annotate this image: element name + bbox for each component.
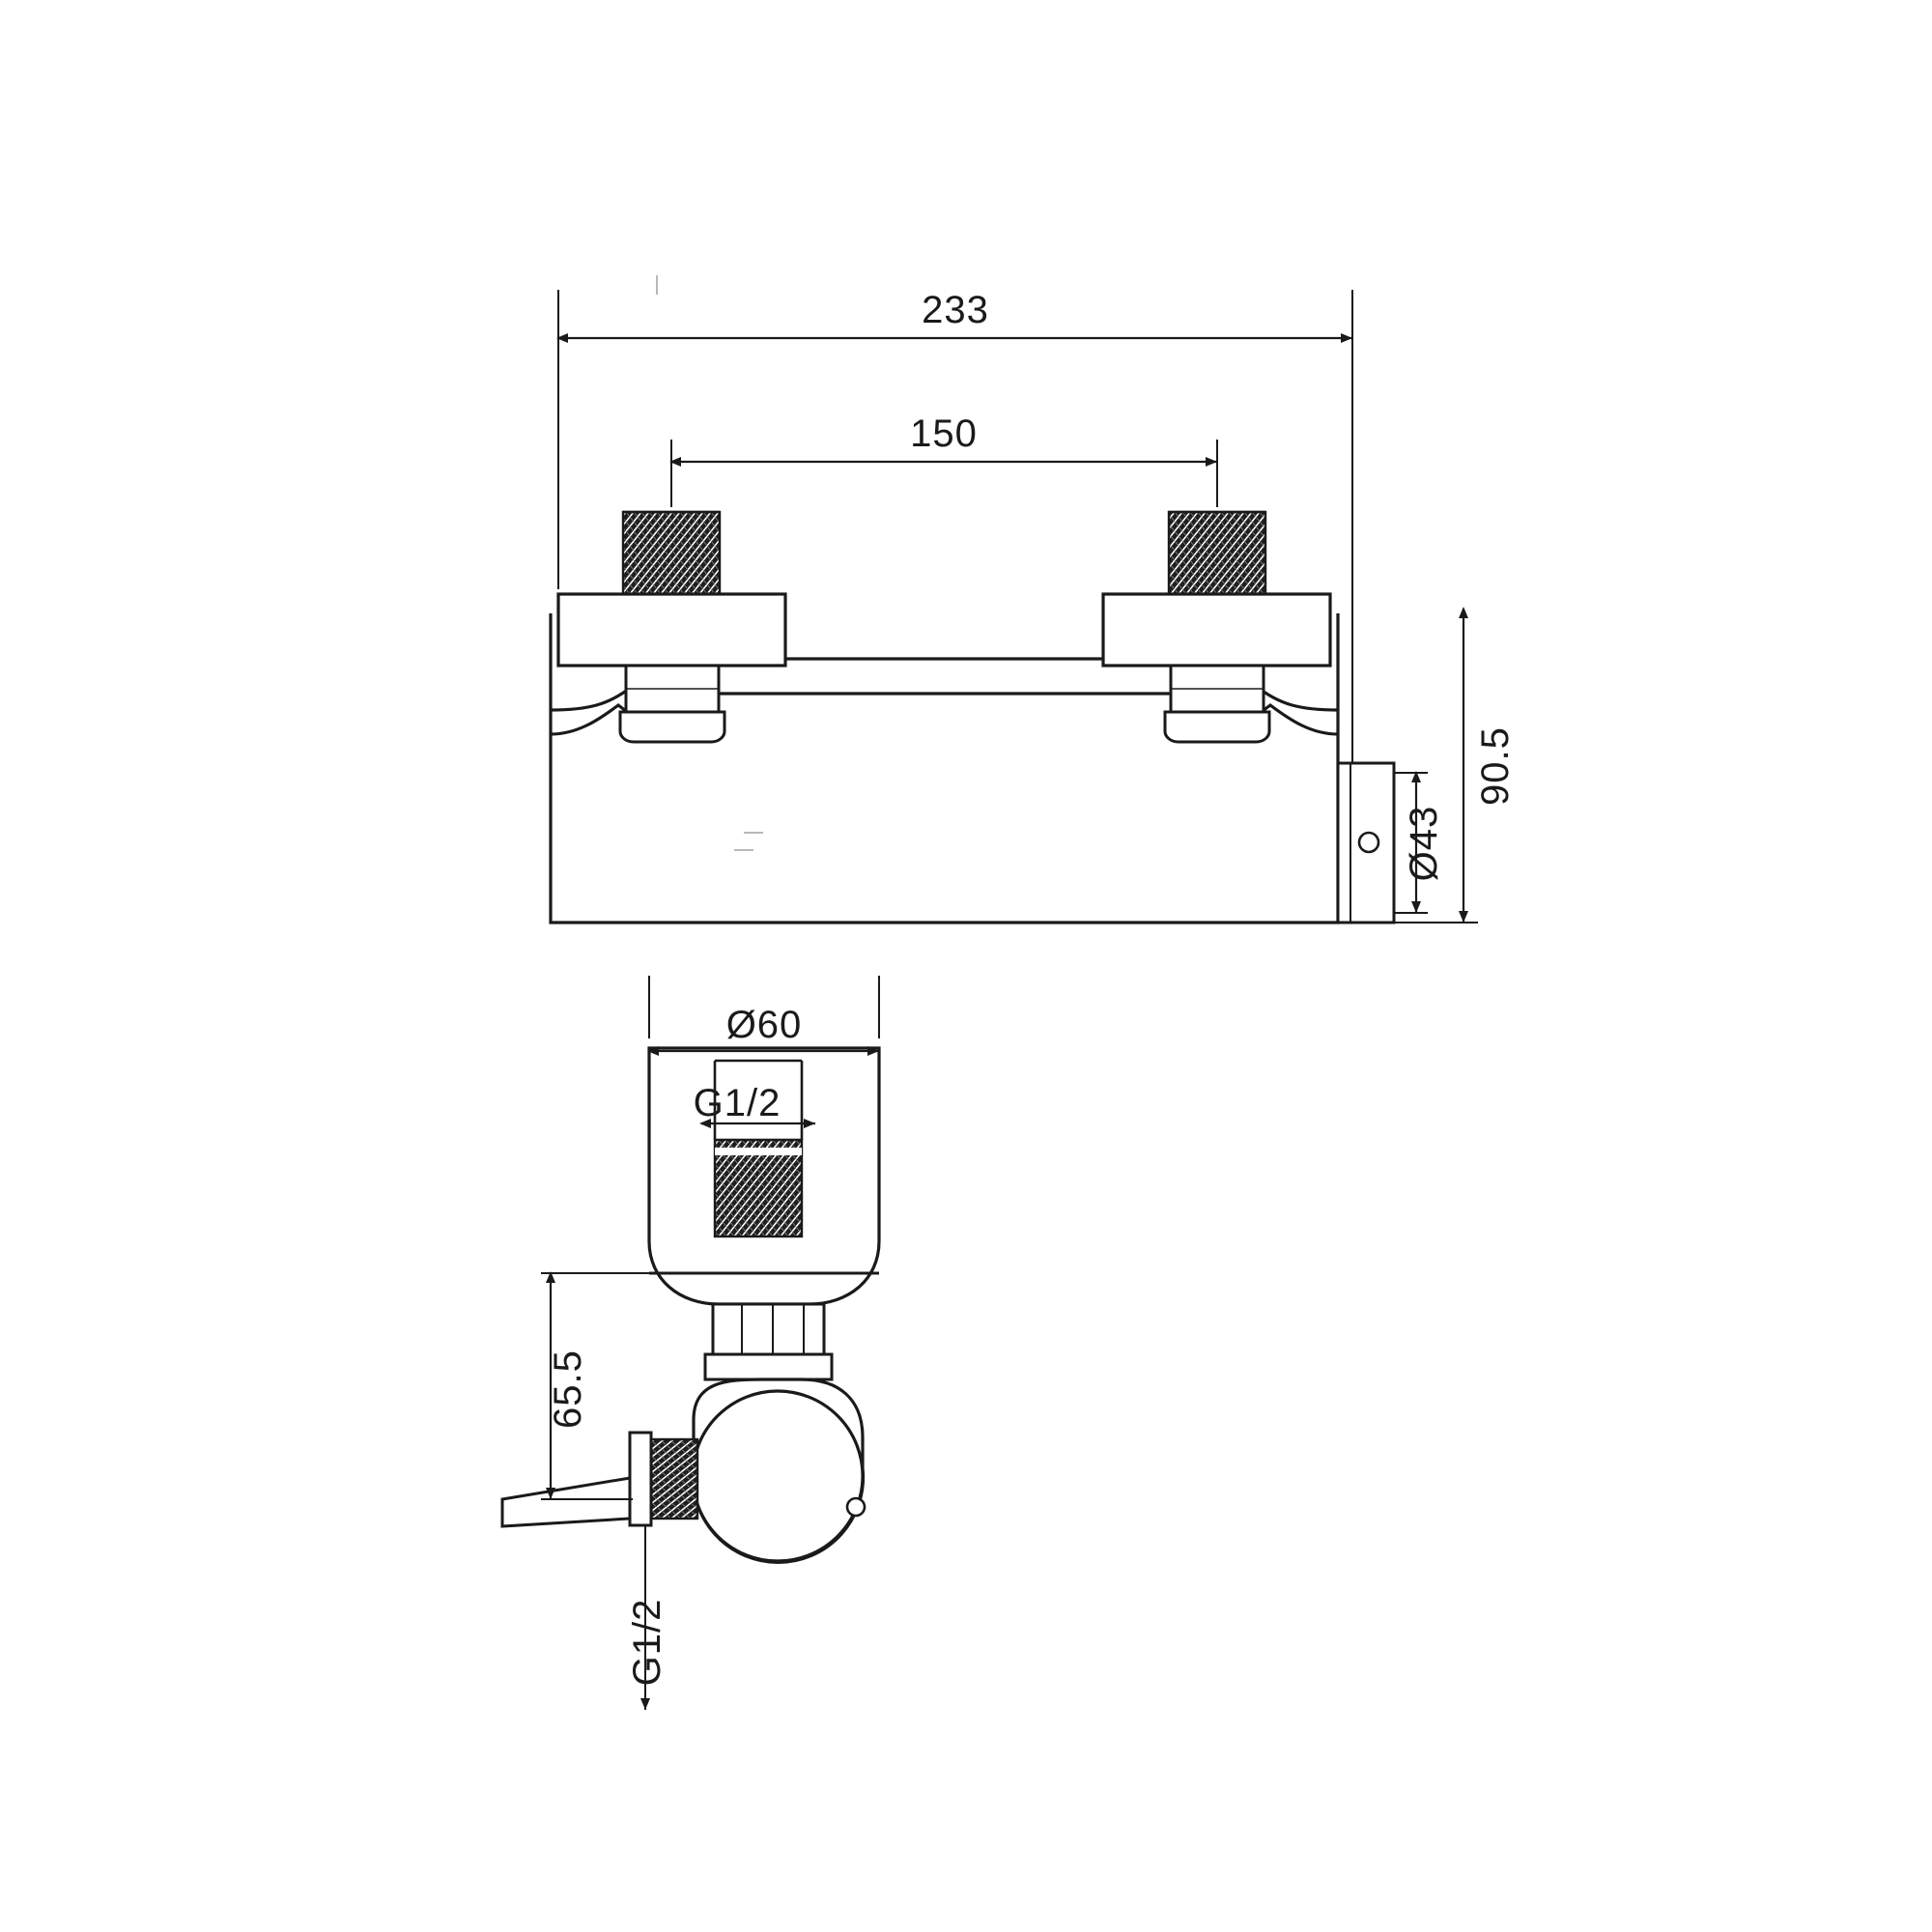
dim-overall-width: 233 — [922, 289, 989, 331]
left-inlet-assembly — [556, 510, 787, 744]
dim-thread-top: G1/2 — [694, 1082, 781, 1124]
side-view-group — [500, 1046, 881, 1564]
dim-thread-outlet: G1/2 — [626, 1599, 668, 1687]
dim-height-to-outlet: 65.5 — [547, 1350, 589, 1429]
dim-body-height: 90.5 — [1474, 726, 1517, 806]
front-view-dimensions — [556, 290, 1478, 923]
side-outlet-and-handle — [500, 1431, 699, 1528]
valve-body — [691, 1378, 867, 1564]
side-collar — [703, 1302, 834, 1381]
side-view-dimensions — [541, 976, 880, 1710]
construction-marks — [656, 275, 763, 851]
outlet-boss — [1336, 761, 1396, 924]
dim-outlet-diameter: Ø43 — [1403, 806, 1445, 882]
front-view-group — [549, 275, 1396, 924]
dim-inlet-spacing: 150 — [910, 412, 978, 455]
right-inlet-assembly — [1101, 510, 1332, 744]
dim-flange-diameter: Ø60 — [726, 1004, 803, 1046]
